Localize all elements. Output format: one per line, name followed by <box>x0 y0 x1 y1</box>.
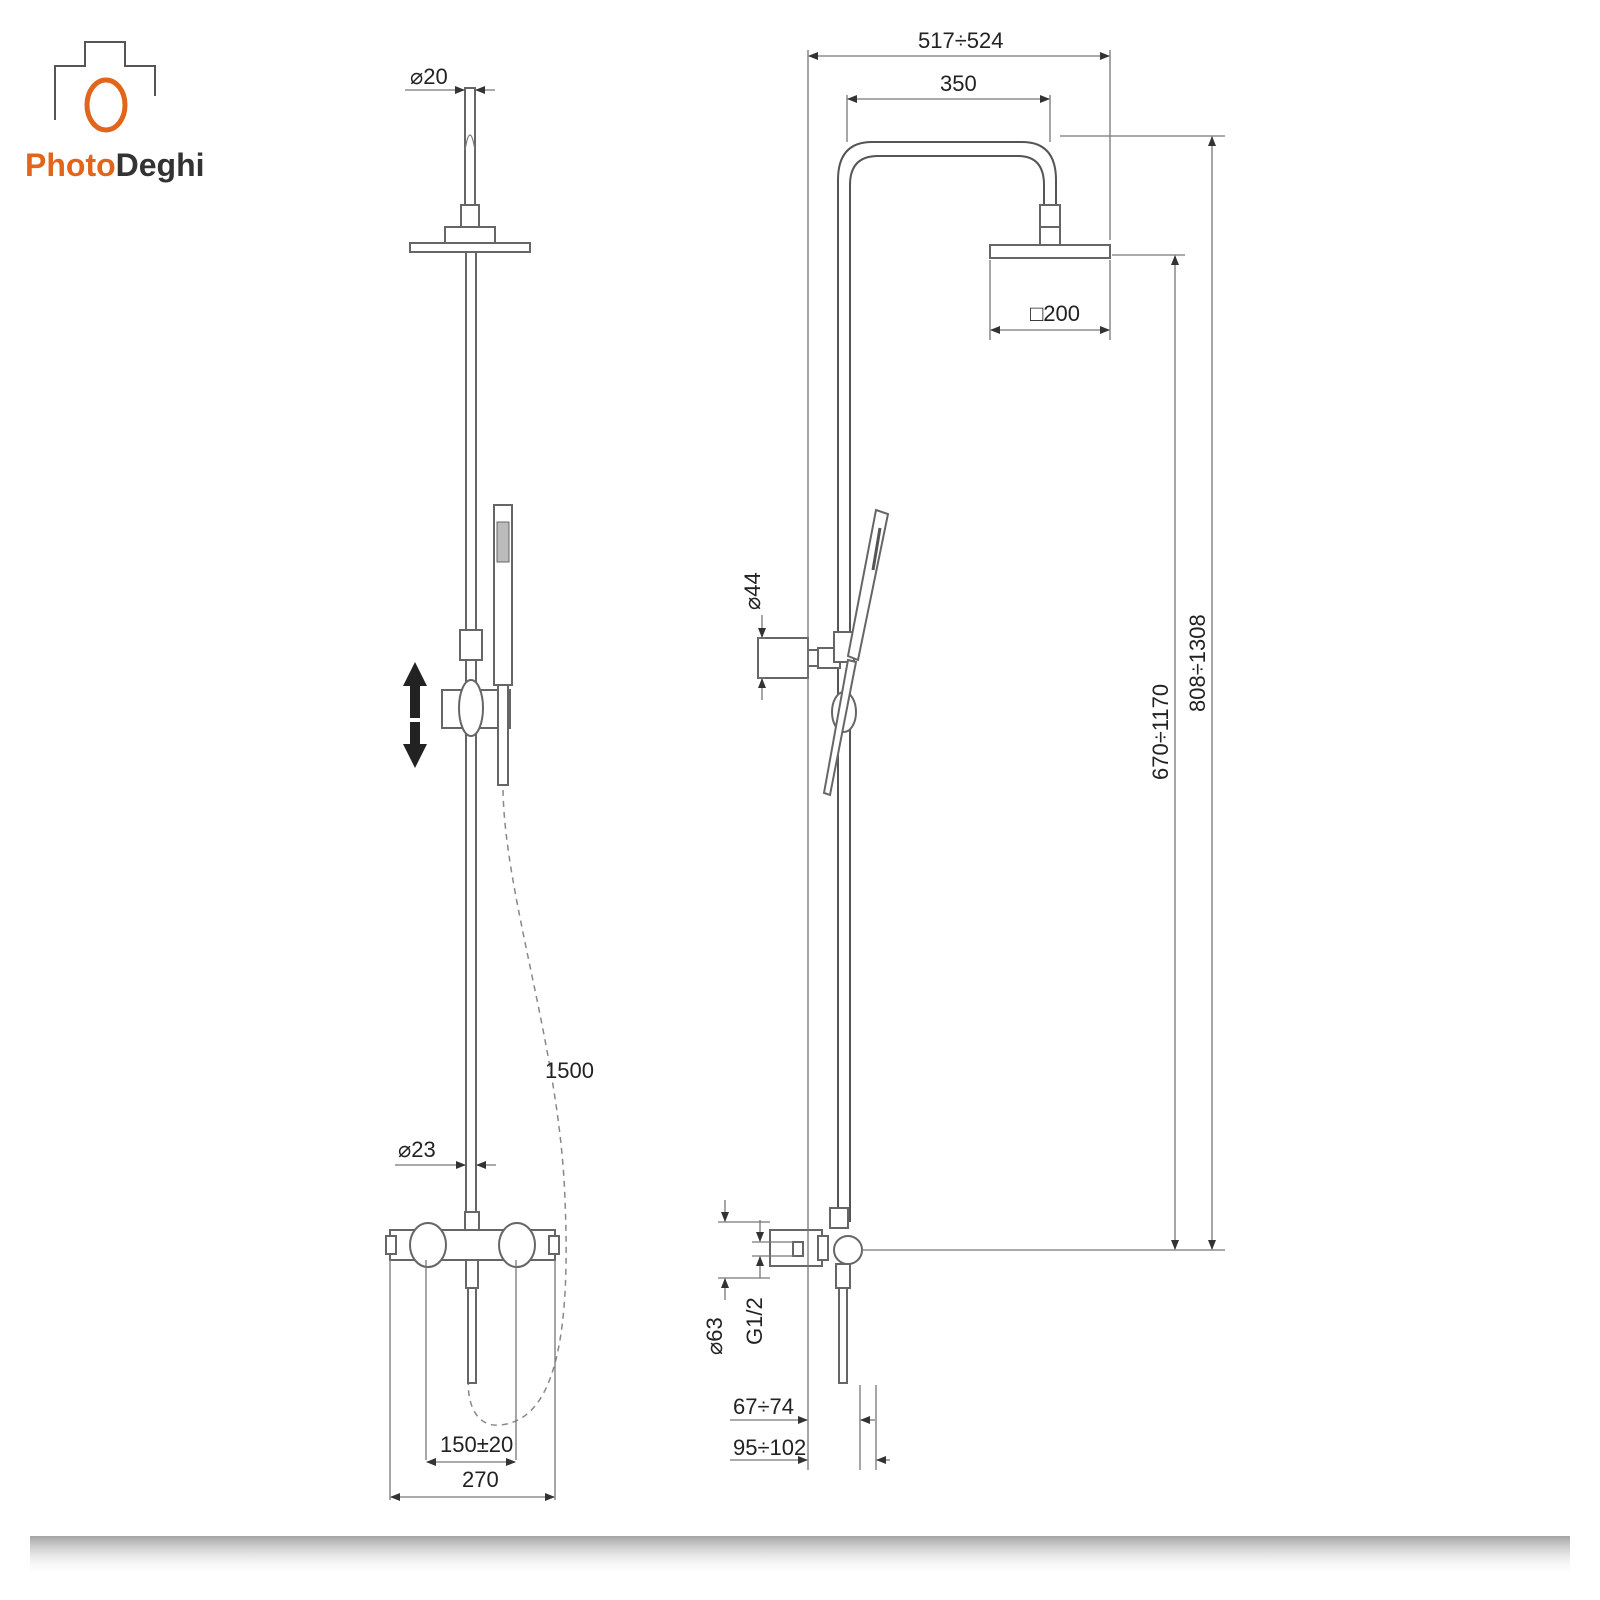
rain-head-front <box>409 242 531 253</box>
square-symbol: □ <box>1030 301 1043 326</box>
dim-mixer-diameter: 63 <box>702 1317 727 1341</box>
dim-arm-length: 350 <box>940 71 977 96</box>
svg-text:□200: □200 <box>1030 301 1080 326</box>
svg-text:PhotoDeghi: PhotoDeghi <box>25 147 205 183</box>
svg-text:⌀23: ⌀23 <box>398 1137 436 1162</box>
diameter-symbol: ⌀ <box>740 597 765 610</box>
dim-height-total: 808÷1308 <box>1185 614 1210 712</box>
logo-text-photo: Photo <box>25 147 116 183</box>
down-arrow-icon <box>403 722 427 768</box>
svg-text:⌀20: ⌀20 <box>410 64 448 89</box>
hose-dashed <box>467 789 567 1426</box>
dim-inlet-thread: G1/2 <box>742 1297 767 1345</box>
svg-text:⌀63: ⌀63 <box>702 1317 727 1355</box>
wall-bracket <box>757 637 809 679</box>
photodeghi-logo: PhotoDeghi <box>25 41 205 183</box>
head-connector <box>460 204 480 228</box>
dim-bracket-diameter: 44 <box>740 572 765 596</box>
top-pipe <box>464 87 476 209</box>
side-view: 517÷524 350 □200 ⌀44 670÷1170 808÷1308 ⌀… <box>702 28 1225 1470</box>
handshower-side <box>846 508 890 662</box>
dim-mixer-width: 270 <box>462 1467 499 1492</box>
outlet-pipe-front <box>467 1287 477 1384</box>
up-arrow-icon <box>403 662 427 718</box>
dim-wall-distance-2: 95÷102 <box>733 1435 806 1460</box>
dim-inlet-spacing: 150±20 <box>440 1432 513 1457</box>
mixer-knob-side <box>833 1235 863 1265</box>
camera-lens-icon <box>84 77 128 133</box>
bottom-shadow <box>30 1536 1570 1576</box>
svg-text:⌀44: ⌀44 <box>740 572 765 610</box>
dim-bar-diameter: 23 <box>411 1137 435 1162</box>
diameter-symbol: ⌀ <box>702 1342 727 1355</box>
slider-upper <box>459 629 483 661</box>
camera-outline-icon <box>54 41 156 120</box>
dim-overall-projection: 517÷524 <box>918 28 1004 53</box>
dim-height-head: 670÷1170 <box>1148 684 1173 780</box>
dim-top-pipe-diameter: 20 <box>423 64 447 89</box>
dim-hose-length: 1500 <box>545 1058 594 1083</box>
diameter-symbol: ⌀ <box>410 64 423 89</box>
head-connector-side <box>1039 204 1061 228</box>
diameter-symbol: ⌀ <box>398 1137 411 1162</box>
dim-head-size: 200 <box>1043 301 1080 326</box>
front-view: ⌀20 1500 ⌀23 150±20 270 <box>385 64 594 1501</box>
logo-text-deghi: Deghi <box>116 147 205 183</box>
dim-wall-distance-1: 67÷74 <box>733 1394 794 1419</box>
rain-head-side <box>989 244 1111 259</box>
